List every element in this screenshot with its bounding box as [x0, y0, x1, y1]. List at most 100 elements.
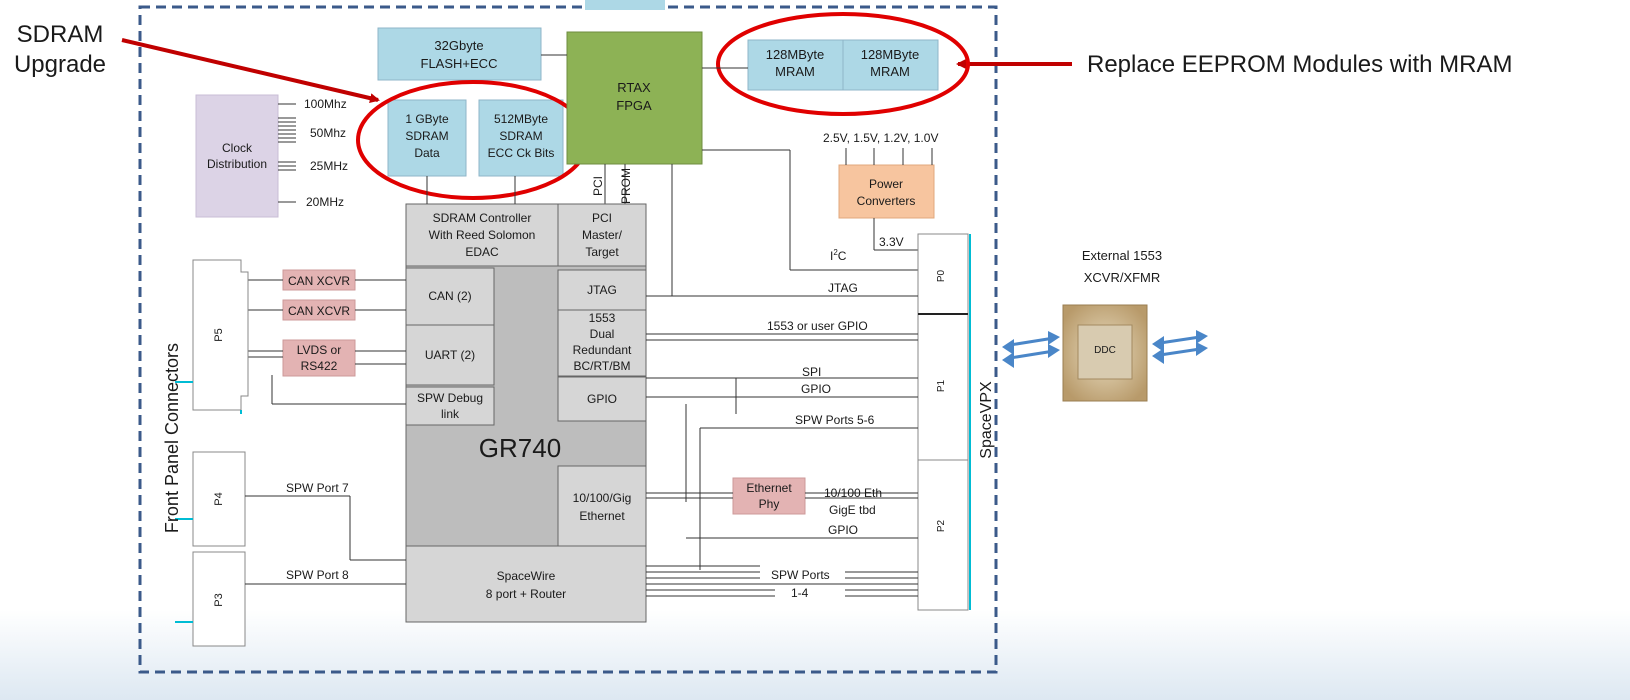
- mil1553-line2: Dual: [590, 327, 615, 341]
- clock-label-2: Distribution: [207, 157, 267, 171]
- gpio-1553-signal-label: 1553 or user GPIO: [767, 319, 868, 333]
- lvds-line2: RS422: [301, 359, 338, 373]
- sdram-upgrade-arrow: [121, 38, 380, 104]
- sdram-upgrade-line2: Upgrade: [14, 51, 106, 78]
- mil1553-line1: 1553: [589, 311, 616, 325]
- spw-56-signal-label: SPW Ports 5-6: [795, 413, 875, 427]
- p4-label: P4: [213, 492, 225, 505]
- power-converters-block: Power Converters: [838, 164, 935, 219]
- clock-freq-50: 50Mhz: [310, 126, 346, 140]
- clock-freq-25: 25MHz: [310, 159, 348, 173]
- mram1-type: MRAM: [775, 64, 815, 79]
- sdram-data-block: 1 GByte SDRAM Data: [387, 99, 467, 177]
- chip-text: DDC: [1094, 345, 1116, 356]
- rtax-fpga-block: RTAX FPGA: [566, 31, 703, 165]
- sdram-data-type: SDRAM: [405, 129, 448, 143]
- spw-debug-line2: link: [441, 407, 460, 421]
- clock-outputs: 100Mhz 50Mhz 25MHz 20MHz: [278, 97, 348, 209]
- ethernet-line2: Ethernet: [579, 509, 625, 523]
- lvds-rs422-xcvr: LVDS or RS422: [282, 339, 356, 377]
- external-1553-chip: DDC: [1062, 304, 1148, 402]
- spacewire-router-block: SpaceWire 8 port + Router: [405, 545, 647, 623]
- jtag-block: JTAG: [557, 269, 647, 311]
- spw-debug-block: SPW Debug link: [405, 386, 495, 426]
- i2c-label: I2C: [830, 248, 847, 263]
- sdram-ecc-type: SDRAM: [499, 129, 542, 143]
- replace-eeprom-text: Replace EEPROM Modules with MRAM: [1087, 51, 1512, 78]
- uart-label: UART (2): [425, 348, 475, 362]
- uart-block: UART (2): [405, 324, 495, 386]
- board-outline: [138, 5, 998, 674]
- sdram-upgrade-callout: SDRAM Upgrade: [14, 21, 380, 104]
- sdram-data-purpose: Data: [414, 146, 440, 160]
- eth-phy-line1: Ethernet: [746, 481, 792, 495]
- power-label-2: Converters: [857, 194, 916, 208]
- connector-p5: P5: [175, 259, 249, 414]
- p2-label: P2: [936, 519, 947, 532]
- front-panel-connectors-label: Front Panel Connectors: [162, 343, 182, 533]
- mram2-size: 128MByte: [861, 47, 920, 62]
- supply-3v3-label: 3.3V: [879, 235, 904, 249]
- mil1553-block: 1553 Dual Redundant BC/RT/BM: [557, 309, 647, 377]
- external-1553-line2: XCVR/XFMR: [1084, 270, 1161, 285]
- lvds-line1: LVDS or: [297, 343, 341, 357]
- replace-eeprom-callout: Replace EEPROM Modules with MRAM: [956, 51, 1512, 78]
- gpio2-signal-label: GPIO: [828, 523, 858, 537]
- mram1-size: 128MByte: [766, 47, 825, 62]
- fpga-type: FPGA: [616, 98, 652, 113]
- mil1553-line3: Redundant: [573, 343, 632, 357]
- clock-label-1: Clock: [222, 141, 253, 155]
- eth-phy-line2: Phy: [759, 497, 780, 511]
- p3-label: P3: [213, 593, 225, 606]
- mram2-type: MRAM: [870, 64, 910, 79]
- sdram-ecc-purpose: ECC Ck Bits: [488, 146, 555, 160]
- gpio-label: GPIO: [587, 392, 617, 406]
- mram-block-2: 128MByte MRAM: [842, 39, 939, 91]
- spi-signal-label: SPI: [802, 365, 821, 379]
- sdram-data-size: 1 GByte: [405, 112, 449, 126]
- sdram-ctrl-line1: SDRAM Controller: [433, 211, 532, 225]
- sdram-controller-block: SDRAM Controller With Reed Solomon EDAC: [405, 203, 559, 267]
- gr740-title: GR740: [479, 433, 561, 463]
- sdram-ctrl-line3: EDAC: [465, 245, 499, 259]
- eth-signal-label-1: 10/100 Eth: [824, 486, 882, 500]
- spw-port7-label: SPW Port 7: [286, 481, 349, 495]
- backplane-connector: P0 P1 P2: [917, 233, 971, 611]
- sdram-ecc-size: 512MByte: [494, 112, 548, 126]
- eth-signal-label-2: GigE tbd: [829, 503, 876, 517]
- clock-freq-100: 100Mhz: [304, 97, 347, 111]
- connector-p4: P4: [175, 451, 246, 547]
- spw-debug-line1: SPW Debug: [417, 391, 483, 405]
- can-xcvr-2-label: CAN XCVR: [288, 304, 350, 318]
- sdram-upgrade-line1: SDRAM: [17, 21, 104, 48]
- pci-line1: PCI: [592, 211, 612, 225]
- spacevpx-label: SpaceVPX: [978, 381, 995, 459]
- connector-p3: P3: [175, 551, 246, 647]
- footer-background: [0, 610, 1630, 700]
- gpio-block: GPIO: [557, 376, 647, 422]
- flash-block: 32Gbyte FLASH+ECC: [377, 27, 542, 81]
- can-xcvr-2: CAN XCVR: [282, 299, 356, 321]
- p0-label: P0: [936, 269, 947, 282]
- mram-block-1: 128MByte MRAM: [747, 39, 844, 91]
- spw-14-label-a: SPW Ports: [771, 568, 830, 582]
- mram-highlight-ring: [716, 12, 970, 116]
- can-xcvr-1-label: CAN XCVR: [288, 274, 350, 288]
- clock-distribution-block: Clock Distribution: [195, 94, 279, 218]
- bidirectional-arrow-right: [1152, 330, 1208, 364]
- sdram-ecc-block: 512MByte SDRAM ECC Ck Bits: [478, 99, 564, 177]
- pci-master-target-block: PCI Master/ Target: [557, 203, 647, 267]
- sdram-ctrl-line2: With Reed Solomon: [429, 228, 536, 242]
- can-xcvr-1: CAN XCVR: [282, 269, 356, 291]
- flash-type: FLASH+ECC: [421, 56, 498, 71]
- flash-size: 32Gbyte: [434, 38, 483, 53]
- pci-line2: Master/: [582, 228, 623, 242]
- pci-line3: Target: [585, 245, 619, 259]
- p5-label: P5: [213, 328, 225, 341]
- mil1553-line4: BC/RT/BM: [573, 359, 630, 373]
- spacewire-line2: 8 port + Router: [486, 587, 566, 601]
- pci-bus-label: PCI: [591, 176, 605, 196]
- clock-freq-20: 20MHz: [306, 195, 344, 209]
- ethernet-line1: 10/100/Gig: [573, 491, 632, 505]
